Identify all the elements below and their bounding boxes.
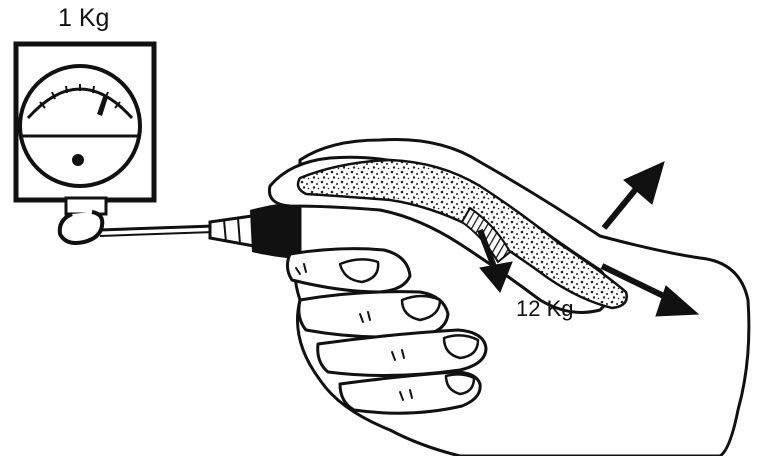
gauge-reading-label: 1 Kg bbox=[58, 4, 109, 33]
force-gauge-icon bbox=[16, 44, 154, 243]
grip-force-label: 12 Kg bbox=[516, 296, 574, 322]
